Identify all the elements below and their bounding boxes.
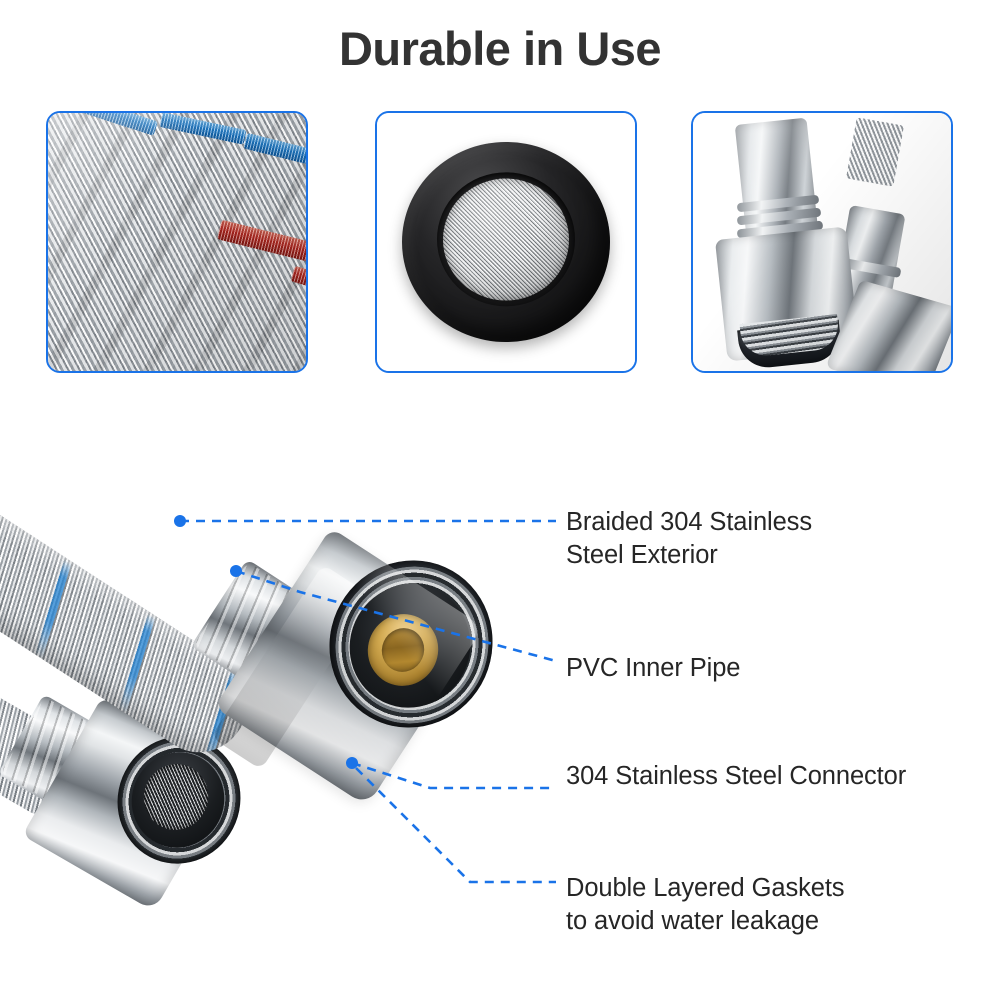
braid-segment-top [845, 117, 905, 187]
detail-panel-steel-connectors [691, 111, 953, 373]
mesh-filter-screen [443, 178, 569, 301]
braided-mesh-closeup-image [48, 113, 306, 371]
rubber-washer-body [402, 142, 610, 342]
annotation-label-pvc-inner-pipe: PVC Inner Pipe [566, 654, 741, 682]
rubber-washer-image [377, 113, 635, 371]
annotation-label-steel-connector: 304 Stainless Steel Connector [566, 762, 907, 790]
detail-panel-braided-exterior [46, 111, 308, 373]
steel-connectors-image [693, 113, 951, 371]
product-hose-image [0, 388, 560, 1000]
detail-panel-filter-gasket [375, 111, 637, 373]
annotation-label-double-gaskets: Double Layered Gaskets to avoid water le… [566, 874, 845, 936]
annotation-label-braided-exterior: Braided 304 Stainless Steel Exterior [566, 508, 812, 570]
mesh-screen-shading [443, 178, 569, 301]
page-title: Durable in Use [338, 22, 662, 75]
